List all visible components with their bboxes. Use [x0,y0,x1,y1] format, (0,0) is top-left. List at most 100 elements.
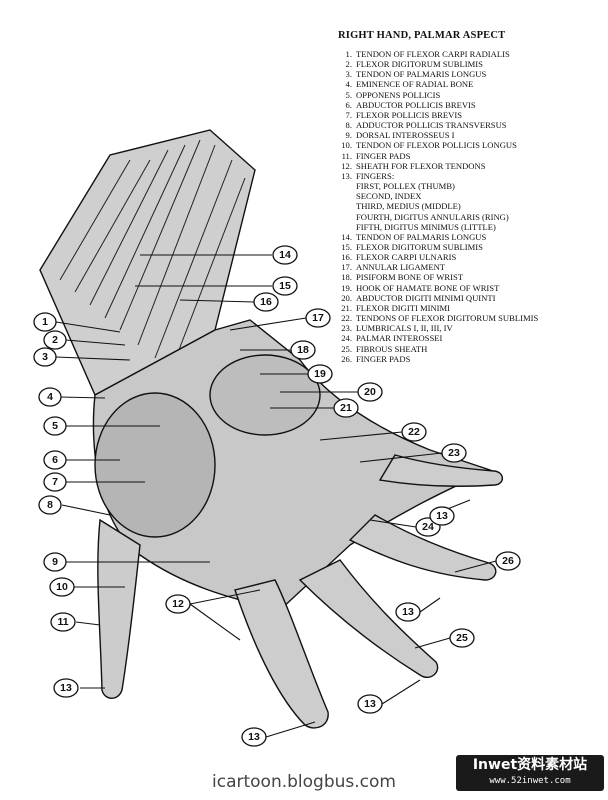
callout-7: 7 [52,476,58,488]
callout-1-marker [33,312,57,332]
legend-item-text: SHEATH FOR FLEXOR TENDONS [356,160,486,171]
callout-9: 9 [52,556,58,568]
legend-item-number: 12. [341,160,352,171]
legend-item-text: FLEXOR DIGITORUM SUBLIMIS [356,59,483,70]
legend-item-text: ADDUCTOR POLLICIS TRANSVERSUS [356,120,507,131]
callout-3-marker [33,347,57,367]
legend-item-text: FINGER PADS [356,353,411,364]
legend-item: 18. PISIFORM BONE OF WRIST [338,272,600,282]
legend-title: RIGHT HAND, PALMAR ASPECT [338,30,506,41]
legend-finger-item: FIRST, POLLEX (THUMB) [356,181,455,192]
callout-11-marker [50,612,76,632]
callout-6-marker [43,450,67,470]
legend-item: 4.EMINENCE OF RADIAL BONE [338,79,600,89]
callout-23-marker [441,443,467,463]
legend-item-number: 11. [341,150,352,161]
legend-item: 14.TENDON OF PALMARIS LONGUS [338,232,600,242]
legend-item-text: TENDON OF FLEXOR CARPI RADIALIS [356,49,510,59]
callout-13-marker-c [429,506,455,526]
callout-20-marker [357,382,383,402]
legend-item: 25.FIBROUS SHEATH [338,344,600,354]
callout-18: 18 [297,344,309,356]
little-finger-drawing [378,454,504,487]
legend-item: 7.FLEXOR POLLICIS BREVIS [338,110,600,120]
legend-item-number: 10. [341,140,352,151]
callout-26: 26 [502,555,514,567]
legend-item: 2.FLEXOR DIGITORUM SUBLIMIS [338,59,600,69]
legend-item: 15. FLEXOR DIGITORUM SUBLIMIS [338,242,600,252]
callout-19-marker [307,364,333,384]
callout-4: 4 [47,391,53,403]
legend-item: 17.ANNULAR LIGAMENT [338,262,600,272]
legend-item: 24.PALMAR INTEROSSEI [338,333,600,343]
legend-item-number: 13. [341,170,352,181]
callout-24: 24 [422,521,434,533]
legend-item-number: 18. [341,272,352,283]
legend-item-number: 22. [341,313,352,324]
callout-22: 22 [408,426,420,438]
callout-17-marker [305,308,331,328]
legend-item-text: FLEXOR DIGITI MINIMI [356,302,451,313]
callout-22-marker [401,422,427,442]
legend-item-number: 21. [341,302,352,313]
legend-item-text: ABDUCTOR POLLICIS BREVIS [356,99,476,110]
callout-25: 25 [456,632,468,644]
callout-21-marker [333,398,359,418]
legend-item-text: ABDUCTOR DIGITI MINIMI QUINTI [356,292,496,303]
callout-6: 6 [52,454,58,466]
callout-21: 21 [340,402,352,414]
legend-item: 13. FINGERS: [338,171,600,181]
callout-13-marker-d [395,602,421,622]
legend-item-text: TENDON OF PALMARIS LONGUS [356,69,487,80]
callout-16: 16 [260,296,272,308]
legend-finger-item: THIRD, MEDIUS (MIDDLE) [356,201,461,212]
legend-item: 5.OPPONENS POLLICIS [338,90,600,100]
ring-finger-drawing [348,514,497,581]
legend-item: 11.FINGER PADS [338,151,600,161]
legend-item-text: DORSAL INTEROSSEUS I [356,130,455,141]
legend-item-number: 14. [341,231,352,242]
index-finger-drawing [234,579,329,729]
callout-12: 12 [172,598,184,610]
legend-item-number: 8. [345,120,352,131]
legend-item-number: 1. [345,49,352,59]
callout-19: 19 [314,368,326,380]
callout-4-marker [38,387,62,407]
legend-item-number: 6. [345,99,352,110]
callout-7-marker [43,472,67,492]
callout-13-marker-b [241,727,267,747]
watermark-logo: Inwet资料素材站 www.52inwet.com [456,755,604,791]
legend-item-text: FLEXOR POLLICIS BREVIS [356,109,462,120]
legend-item-text: PALMAR INTEROSSEI [356,333,443,344]
palm-drawing [92,319,492,611]
callout-3: 3 [42,351,48,363]
callout-23: 23 [448,447,460,459]
legend-item-number: 20. [341,292,352,303]
legend-item-text: PISIFORM BONE OF WRIST [356,272,464,283]
legend-finger-item: SECOND, INDEX [356,191,422,202]
legend-item-text: FLEXOR DIGITORUM SUBLIMIS [356,241,483,252]
legend-item-text: FINGERS: [356,170,395,181]
legend-item-number: 26. [341,353,352,364]
callout-10-marker [49,577,75,597]
legend-item: 23.LUMBRICALS I, II, III, IV [338,323,600,333]
callout-15: 15 [279,280,291,292]
legend-item-text: FIBROUS SHEATH [356,343,428,354]
callout-15-marker [272,276,298,296]
callout-13-marker-e [357,694,383,714]
callout-20: 20 [364,386,376,398]
legend-item: 16.FLEXOR CARPI ULNARIS [338,252,600,262]
callout-1: 1 [42,316,48,328]
legend-item-number: 3. [345,69,352,80]
legend-item-number: 23. [341,323,352,334]
legend-item: 8. ADDUCTOR POLLICIS TRANSVERSUS [338,120,600,130]
legend-item: 3. TENDON OF PALMARIS LONGUS [338,69,600,79]
legend-item-text: HOOK OF HAMATE BONE OF WRIST [356,282,500,293]
legend-item: 1. TENDON OF FLEXOR CARPI RADIALIS [338,49,600,59]
legend-item: 21. FLEXOR DIGITI MINIMI [338,303,600,313]
legend-item-text: FLEXOR CARPI ULNARIS [356,252,457,263]
callout-14: 14 [279,249,291,261]
legend-item-number: 15. [341,241,352,252]
callout-5-marker [43,416,67,436]
